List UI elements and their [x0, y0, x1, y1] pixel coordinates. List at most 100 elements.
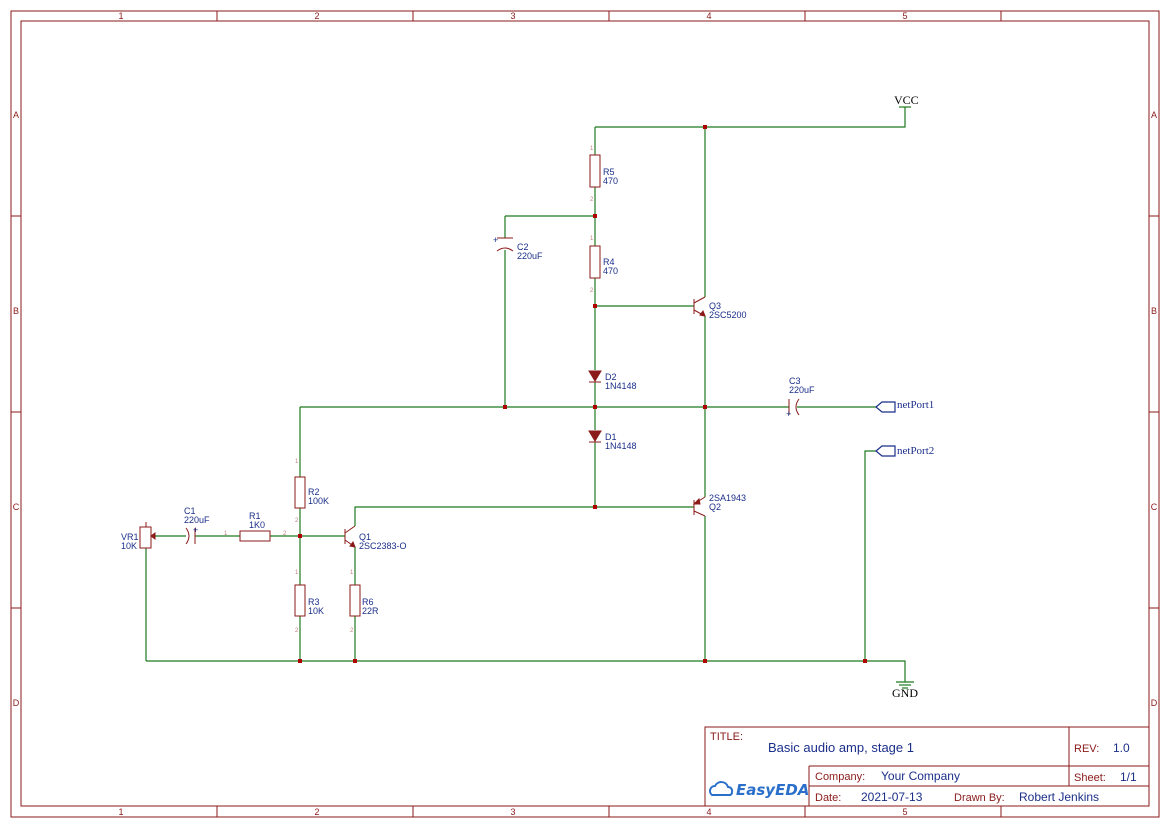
- zone-col-2-bottom: 2: [314, 807, 319, 817]
- r4-value: 470: [603, 266, 618, 276]
- pin-label: 2: [590, 197, 594, 203]
- r5-ref: R5: [603, 167, 615, 177]
- zone-col-4-bottom: 4: [706, 807, 711, 817]
- pin-label: 2: [295, 518, 299, 524]
- c1-plus: +: [193, 525, 198, 535]
- vr1-value: 10K: [121, 541, 137, 551]
- net-port-1-label: netPort1: [897, 399, 934, 411]
- transistor-q1[interactable]: Q1 2SC2383-O: [344, 525, 407, 551]
- transistor-q2[interactable]: 2SA1943 Q2: [692, 493, 746, 517]
- pin-label: 1: [295, 570, 299, 576]
- resistor-r3[interactable]: 1 2 R3 10K: [294, 570, 324, 634]
- c2-plus: +: [493, 235, 498, 245]
- vr1-ref: VR1: [121, 532, 139, 542]
- r2-value: 100K: [308, 496, 329, 506]
- zone-row-c-left: C: [13, 502, 20, 512]
- rev-value: 1.0: [1113, 741, 1130, 755]
- zone-row-a-right: A: [1151, 110, 1157, 120]
- r2-ref: R2: [308, 487, 320, 497]
- r3-ref: R3: [308, 597, 320, 607]
- capacitor-c1[interactable]: + C1 220uF: [184, 506, 210, 545]
- resistor-r2[interactable]: 1 2 R2 100K: [294, 459, 329, 524]
- q3-value: 2SC5200: [709, 310, 747, 320]
- zone-row-d-left: D: [13, 698, 20, 708]
- date-label: Date:: [815, 792, 841, 804]
- r1-ref: R1: [249, 511, 261, 521]
- zone-col-1-top: 1: [118, 11, 123, 21]
- zone-row-b-right: B: [1151, 306, 1157, 316]
- zone-col-2-top: 2: [314, 11, 319, 21]
- r6-ref: R6: [362, 597, 374, 607]
- diode-d2[interactable]: D2 1N4148: [588, 370, 637, 391]
- resistor-r4[interactable]: 1 2 R4 470: [589, 236, 618, 294]
- c1-value: 220uF: [184, 515, 210, 525]
- zone-row-a-left: A: [13, 110, 19, 120]
- net-port-1[interactable]: netPort1: [875, 399, 934, 413]
- zone-row-c-right: C: [1151, 502, 1158, 512]
- zone-labels: 1 2 3 4 5 1 2 3 4 5 A B C D A B C D: [13, 11, 1158, 817]
- zone-col-3-bottom: 3: [510, 807, 515, 817]
- resistor-r6[interactable]: 1 2 R6 22R: [349, 570, 379, 634]
- q1-ref: Q1: [359, 532, 371, 542]
- company-label: Company:: [815, 771, 865, 783]
- logo-text: EasyEDA: [736, 781, 809, 799]
- drawn-by-value: Robert Jenkins: [1019, 790, 1099, 804]
- sheet-label: Sheet:: [1074, 772, 1106, 784]
- potentiometer-vr1[interactable]: VR1 10K: [121, 522, 156, 551]
- zone-col-3-top: 3: [510, 11, 515, 21]
- resistor-r5[interactable]: 1 2 R5 470: [589, 146, 618, 203]
- capacitor-c2[interactable]: + C2 220uF: [493, 235, 543, 261]
- pin-label: 2: [590, 288, 594, 294]
- r5-value: 470: [603, 176, 618, 186]
- sheet-frame: [10, 10, 1160, 818]
- title-value: Basic audio amp, stage 1: [768, 740, 914, 755]
- vcc-symbol: VCC: [894, 93, 919, 108]
- net-port-2[interactable]: netPort2: [875, 445, 934, 457]
- rev-label: REV:: [1074, 743, 1099, 755]
- c3-value: 220uF: [789, 385, 815, 395]
- resistor-r1[interactable]: 1 2 R1 1K0: [224, 511, 287, 542]
- zone-col-5-top: 5: [902, 11, 907, 21]
- pin-label: 2: [350, 628, 354, 634]
- zone-row-b-left: B: [13, 306, 19, 316]
- capacitor-c3[interactable]: + C3 220uF: [786, 376, 815, 419]
- r1-value: 1K0: [249, 520, 265, 530]
- q1-value: 2SC2383-O: [359, 541, 407, 551]
- company-value: Your Company: [881, 769, 960, 783]
- wires: [145, 107, 906, 682]
- q2-value: 2SA1943: [709, 493, 746, 503]
- d1-value: 1N4148: [605, 441, 637, 451]
- r4-ref: R4: [603, 257, 615, 267]
- gnd-label: GND: [892, 686, 918, 700]
- c2-value: 220uF: [517, 251, 543, 261]
- c2-ref: C2: [517, 242, 529, 252]
- transistor-q3[interactable]: Q3 2SC5200: [693, 296, 747, 320]
- title-label: TITLE:: [710, 731, 743, 743]
- net-port-2-label: netPort2: [897, 445, 934, 457]
- date-value: 2021-07-13: [861, 790, 923, 804]
- title-block: TITLE: Basic audio amp, stage 1 REV: 1.0…: [704, 726, 1150, 807]
- pin-label: 1: [295, 459, 299, 465]
- c3-plus: +: [786, 409, 791, 419]
- q2-ref: Q2: [709, 502, 721, 512]
- zone-row-d-right: D: [1151, 698, 1158, 708]
- junctions: [298, 125, 867, 663]
- easyeda-logo: EasyEDA: [709, 781, 809, 799]
- zone-col-5-bottom: 5: [902, 807, 907, 817]
- d2-ref: D2: [605, 372, 617, 382]
- r6-value: 22R: [362, 606, 379, 616]
- c3-ref: C3: [789, 376, 801, 386]
- diode-d1[interactable]: D1 1N4148: [588, 430, 637, 451]
- pin-label: 1: [350, 570, 354, 576]
- pin-label: 2: [295, 628, 299, 634]
- d1-ref: D1: [605, 432, 617, 442]
- pin-label: 1: [590, 236, 594, 242]
- zone-col-1-bottom: 1: [118, 807, 123, 817]
- pin-label: 2: [283, 531, 287, 537]
- zone-col-4-top: 4: [706, 11, 711, 21]
- drawn-by-label: Drawn By:: [954, 792, 1005, 804]
- sheet-value: 1/1: [1120, 770, 1137, 784]
- cloud-icon: [709, 781, 734, 796]
- vcc-label: VCC: [894, 93, 919, 107]
